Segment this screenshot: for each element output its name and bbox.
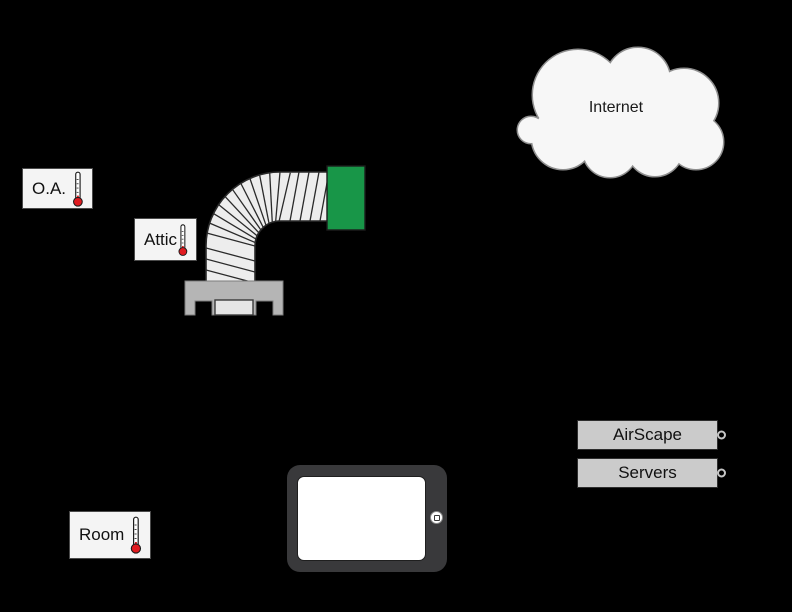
thermometer-icon <box>130 516 142 554</box>
fan-duct-assembly <box>184 165 366 316</box>
thermometer-icon <box>73 171 83 207</box>
damper-icon <box>326 165 366 231</box>
connector-ring-icon <box>717 430 726 440</box>
connector-ring-icon <box>717 468 726 478</box>
whole-house-fan-icon <box>184 280 284 316</box>
internet-label: Internet <box>588 99 644 116</box>
tablet-screen <box>297 476 426 561</box>
sensor-label-outside-air: O.A. <box>22 168 93 209</box>
duct-ribs <box>206 172 328 282</box>
sensor-label-room: Room <box>69 511 151 559</box>
flex-duct-icon <box>205 171 329 283</box>
sensor-text: O.A. <box>32 178 67 198</box>
cloud-icon <box>516 46 725 179</box>
fan-vent-panel <box>214 299 254 316</box>
sensor-text: Room <box>79 525 125 544</box>
sensor-text: Attic <box>144 229 178 249</box>
server-bar-airscape: AirScape <box>577 420 726 450</box>
server-bar-servers: Servers <box>577 458 726 488</box>
tablet-icon <box>287 465 447 572</box>
sensor-label-attic: Attic <box>134 218 197 261</box>
thermometer-icon <box>178 223 188 256</box>
home-button-icon <box>430 511 443 524</box>
server-bar-label: AirScape <box>613 425 682 444</box>
server-bar-label: Servers <box>618 463 677 482</box>
